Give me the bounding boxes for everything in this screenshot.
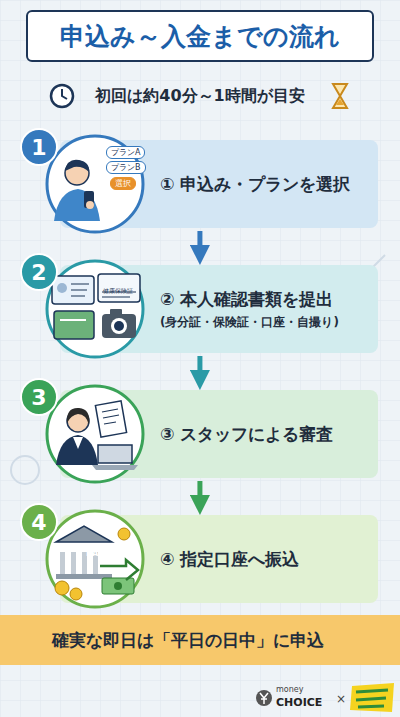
staff: [56, 408, 98, 465]
text-holder: ③ スタッフによる審査: [160, 390, 372, 478]
person: [54, 160, 100, 221]
flow-arrow: [197, 231, 202, 255]
subtitle: 初回は約40分～1時間が目安: [0, 86, 400, 107]
clock-icon: [51, 85, 73, 107]
text-holder: 3: [22, 380, 56, 414]
laptop: [92, 445, 138, 470]
text-holder: ④ 指定口座へ振込: [160, 515, 372, 603]
step-number-badge: 1: [20, 128, 58, 166]
flow-arrow: [197, 481, 202, 505]
text-holder: ① 申込み・プランを選択: [160, 140, 372, 228]
camera: [102, 309, 136, 338]
document: [95, 401, 126, 437]
step-text: 確実な即日は「平日の日中」に申込: [52, 629, 394, 652]
bank-building: [56, 526, 112, 579]
id-card: [52, 276, 94, 304]
step-note: (身分証・保険証・口座・自撮り): [160, 314, 372, 331]
banknote: [100, 560, 138, 594]
step-band: ② 本人確認書類を提出(身分証・保険証・口座・自撮り)2: [60, 265, 378, 353]
logo-text: CHOICE: [276, 696, 322, 709]
text-holder: ② 本人確認書類を提出 (身分証・保険証・口座・自撮り): [160, 265, 372, 353]
logo-separator: ×: [336, 692, 346, 706]
bankbook: [54, 311, 94, 339]
partner-logo: [350, 683, 394, 712]
step-text: ② 本人確認書類を提出: [160, 288, 372, 311]
step-number-badge: 2: [20, 253, 58, 291]
step-number: 2: [31, 260, 46, 285]
text-holder: 4: [22, 505, 56, 539]
step-number-badge: 4: [20, 503, 58, 541]
hourglass-icon: [333, 84, 347, 108]
yen-coin-logo: [256, 690, 272, 706]
step-number: 4: [31, 510, 46, 535]
title-box: 申込み～入金までの流れ: [26, 10, 374, 62]
plan-option: プランB: [106, 161, 146, 174]
coins: [55, 528, 130, 600]
flow-arrow: [197, 356, 202, 380]
step-band: ④ 指定口座へ振込4: [60, 515, 378, 603]
text-holder: 確実な即日は「平日の日中」に申込: [52, 615, 394, 665]
faint-chart: [11, 255, 385, 484]
note-bar: 確実な即日は「平日の日中」に申込: [0, 615, 400, 665]
step-text: ① 申込み・プランを選択: [160, 173, 372, 196]
logo-text: money: [276, 685, 303, 694]
step-number: 1: [31, 135, 46, 160]
text-holder: 2: [22, 255, 56, 289]
card-label: 健康保険証: [103, 287, 133, 296]
step-number: 3: [31, 385, 46, 410]
select-button: 選択: [110, 177, 136, 190]
step-text: ③ スタッフによる審査: [160, 423, 372, 446]
plan-option: プランA: [106, 146, 145, 159]
text-holder: 1: [22, 130, 56, 164]
insurance-card: [98, 274, 140, 302]
step-number-badge: 3: [20, 378, 58, 416]
step-band: ③ スタッフによる審査3: [60, 390, 378, 478]
title-text: 申込み～入金までの流れ: [60, 20, 340, 53]
step-text: ④ 指定口座へ振込: [160, 548, 372, 571]
bank-sign: BANK: [86, 549, 111, 558]
